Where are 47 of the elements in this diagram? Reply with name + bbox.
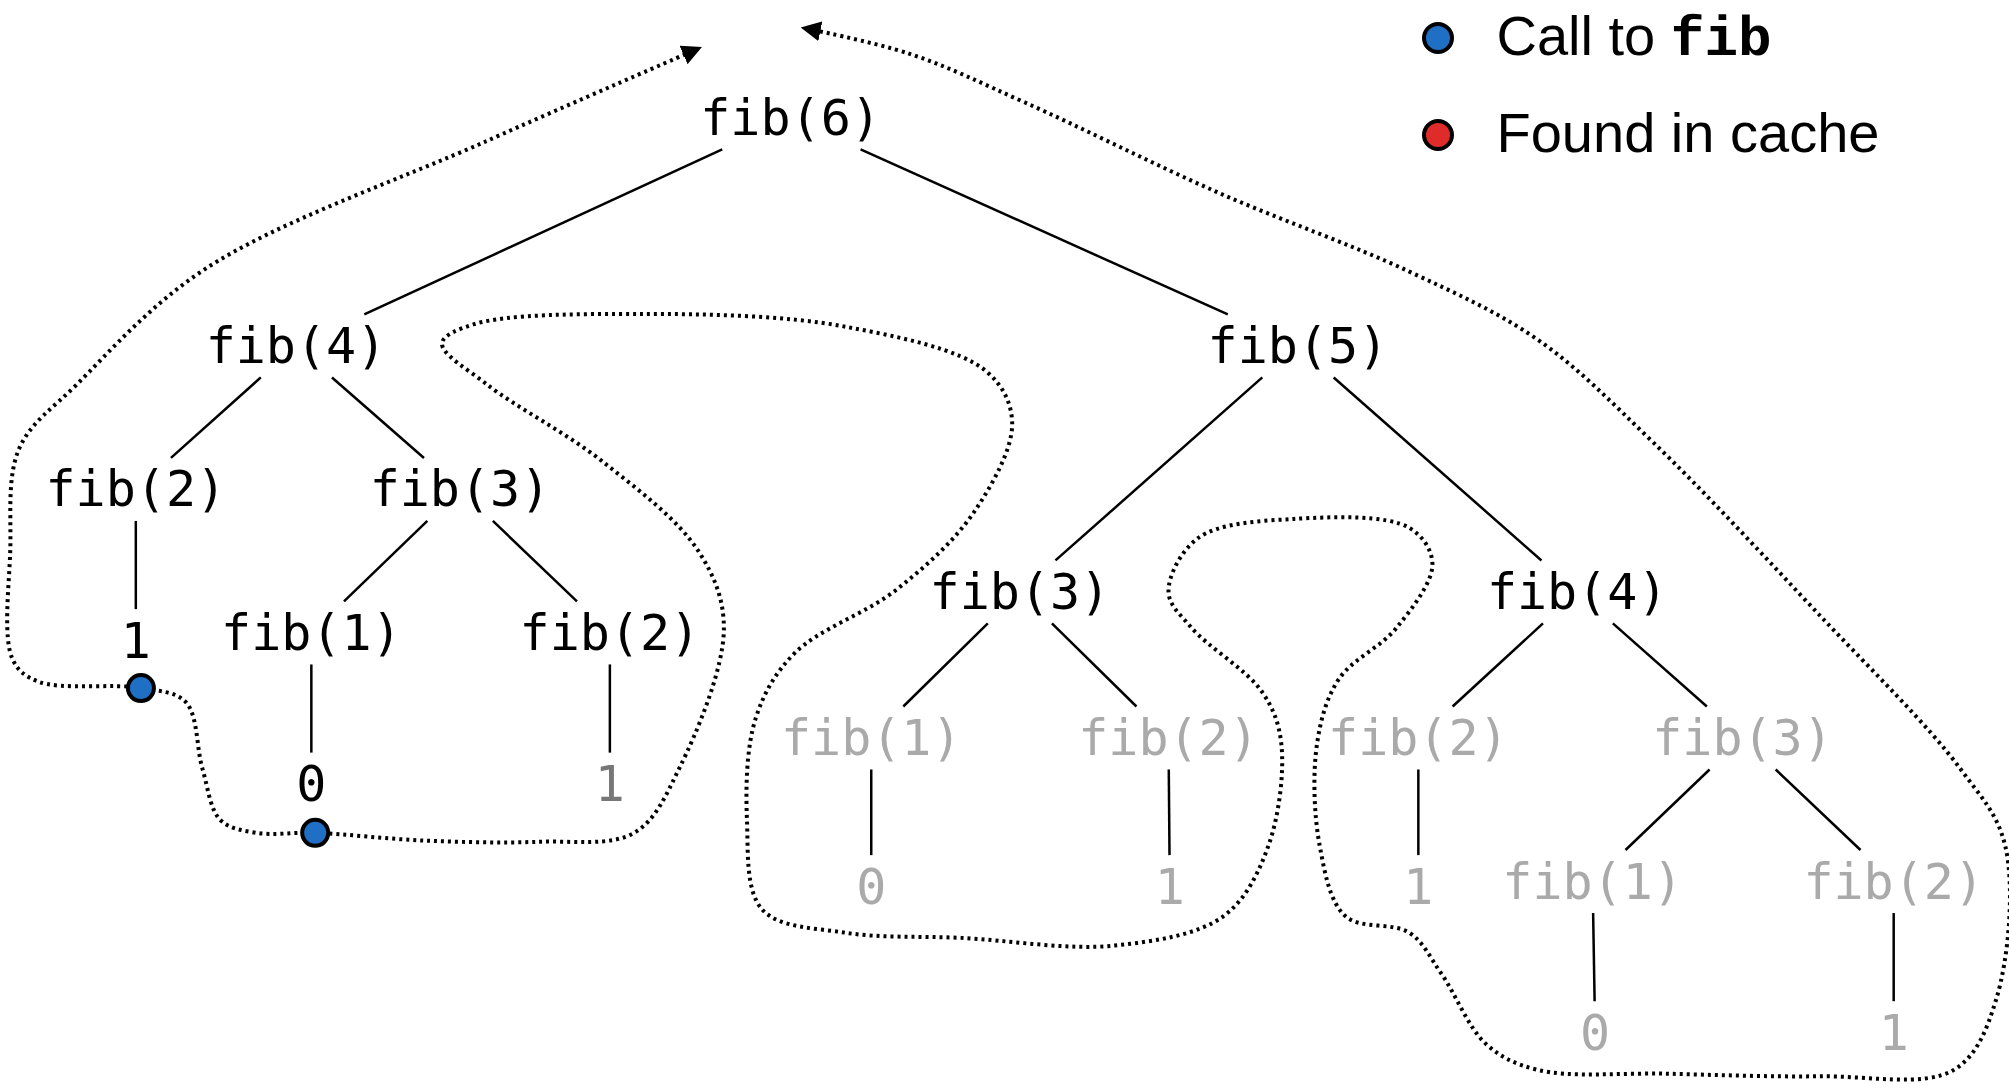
call-label: fib(2) — [1320, 706, 1517, 770]
call-label: 1 — [1146, 855, 1193, 919]
tree-branch-line — [363, 148, 723, 316]
tree-branch-line — [1612, 622, 1708, 708]
tree-branch-line — [1167, 769, 1171, 856]
tree-branch-line — [870, 769, 873, 856]
tree-branch-line — [860, 148, 1229, 316]
call-label: fib(6) — [692, 86, 889, 150]
tree-branch-line — [331, 376, 425, 459]
tree-branch-line — [1591, 912, 1596, 1002]
call-label: fib(4) — [1478, 560, 1676, 624]
call-label: fib(5) — [1199, 314, 1397, 378]
call-label: fib(2) — [37, 457, 235, 521]
tree-branch-line — [1417, 769, 1420, 856]
call-label: fib(1) — [772, 706, 970, 770]
call-label: 1 — [586, 752, 633, 816]
tree-branch-line — [492, 520, 578, 603]
tree-branch-line — [1451, 622, 1544, 708]
tree-branch-line — [902, 622, 989, 708]
call-label: 0 — [848, 855, 895, 919]
call-label: fib(1) — [1494, 850, 1691, 913]
call-label: fib(2) — [1795, 850, 1992, 913]
tree-branch-line — [1774, 768, 1862, 851]
call-label: fib(3) — [361, 457, 559, 521]
tree-branch-line — [608, 664, 612, 753]
tree-branch-line — [310, 664, 313, 753]
tree-branch-line — [343, 520, 429, 603]
call-label: 0 — [288, 752, 335, 816]
call-label: fib(2) — [1070, 706, 1267, 770]
tree-branch-line — [1054, 376, 1264, 562]
tree-branch-line — [1332, 376, 1543, 562]
tree-branch-line — [170, 376, 262, 459]
call-label: fib(3) — [921, 560, 1119, 624]
tree-branch-line — [134, 520, 138, 610]
tree-branch-line — [1892, 913, 1895, 1002]
legend-label: Found in cache — [1496, 101, 1880, 164]
call-label: 1 — [112, 609, 159, 673]
call-label: 1 — [1870, 1001, 1917, 1065]
call-label: fib(3) — [1644, 706, 1841, 770]
call-label: fib(4) — [197, 314, 395, 378]
tree-branch-line — [1624, 768, 1711, 851]
tree-branch-line — [1051, 622, 1138, 708]
call-label: fib(1) — [213, 601, 410, 665]
call-label: 0 — [1572, 1001, 1619, 1065]
call-label: fib(2) — [511, 601, 709, 665]
call-label: 1 — [1395, 855, 1442, 919]
legend-label: Call to fib — [1496, 5, 1772, 73]
